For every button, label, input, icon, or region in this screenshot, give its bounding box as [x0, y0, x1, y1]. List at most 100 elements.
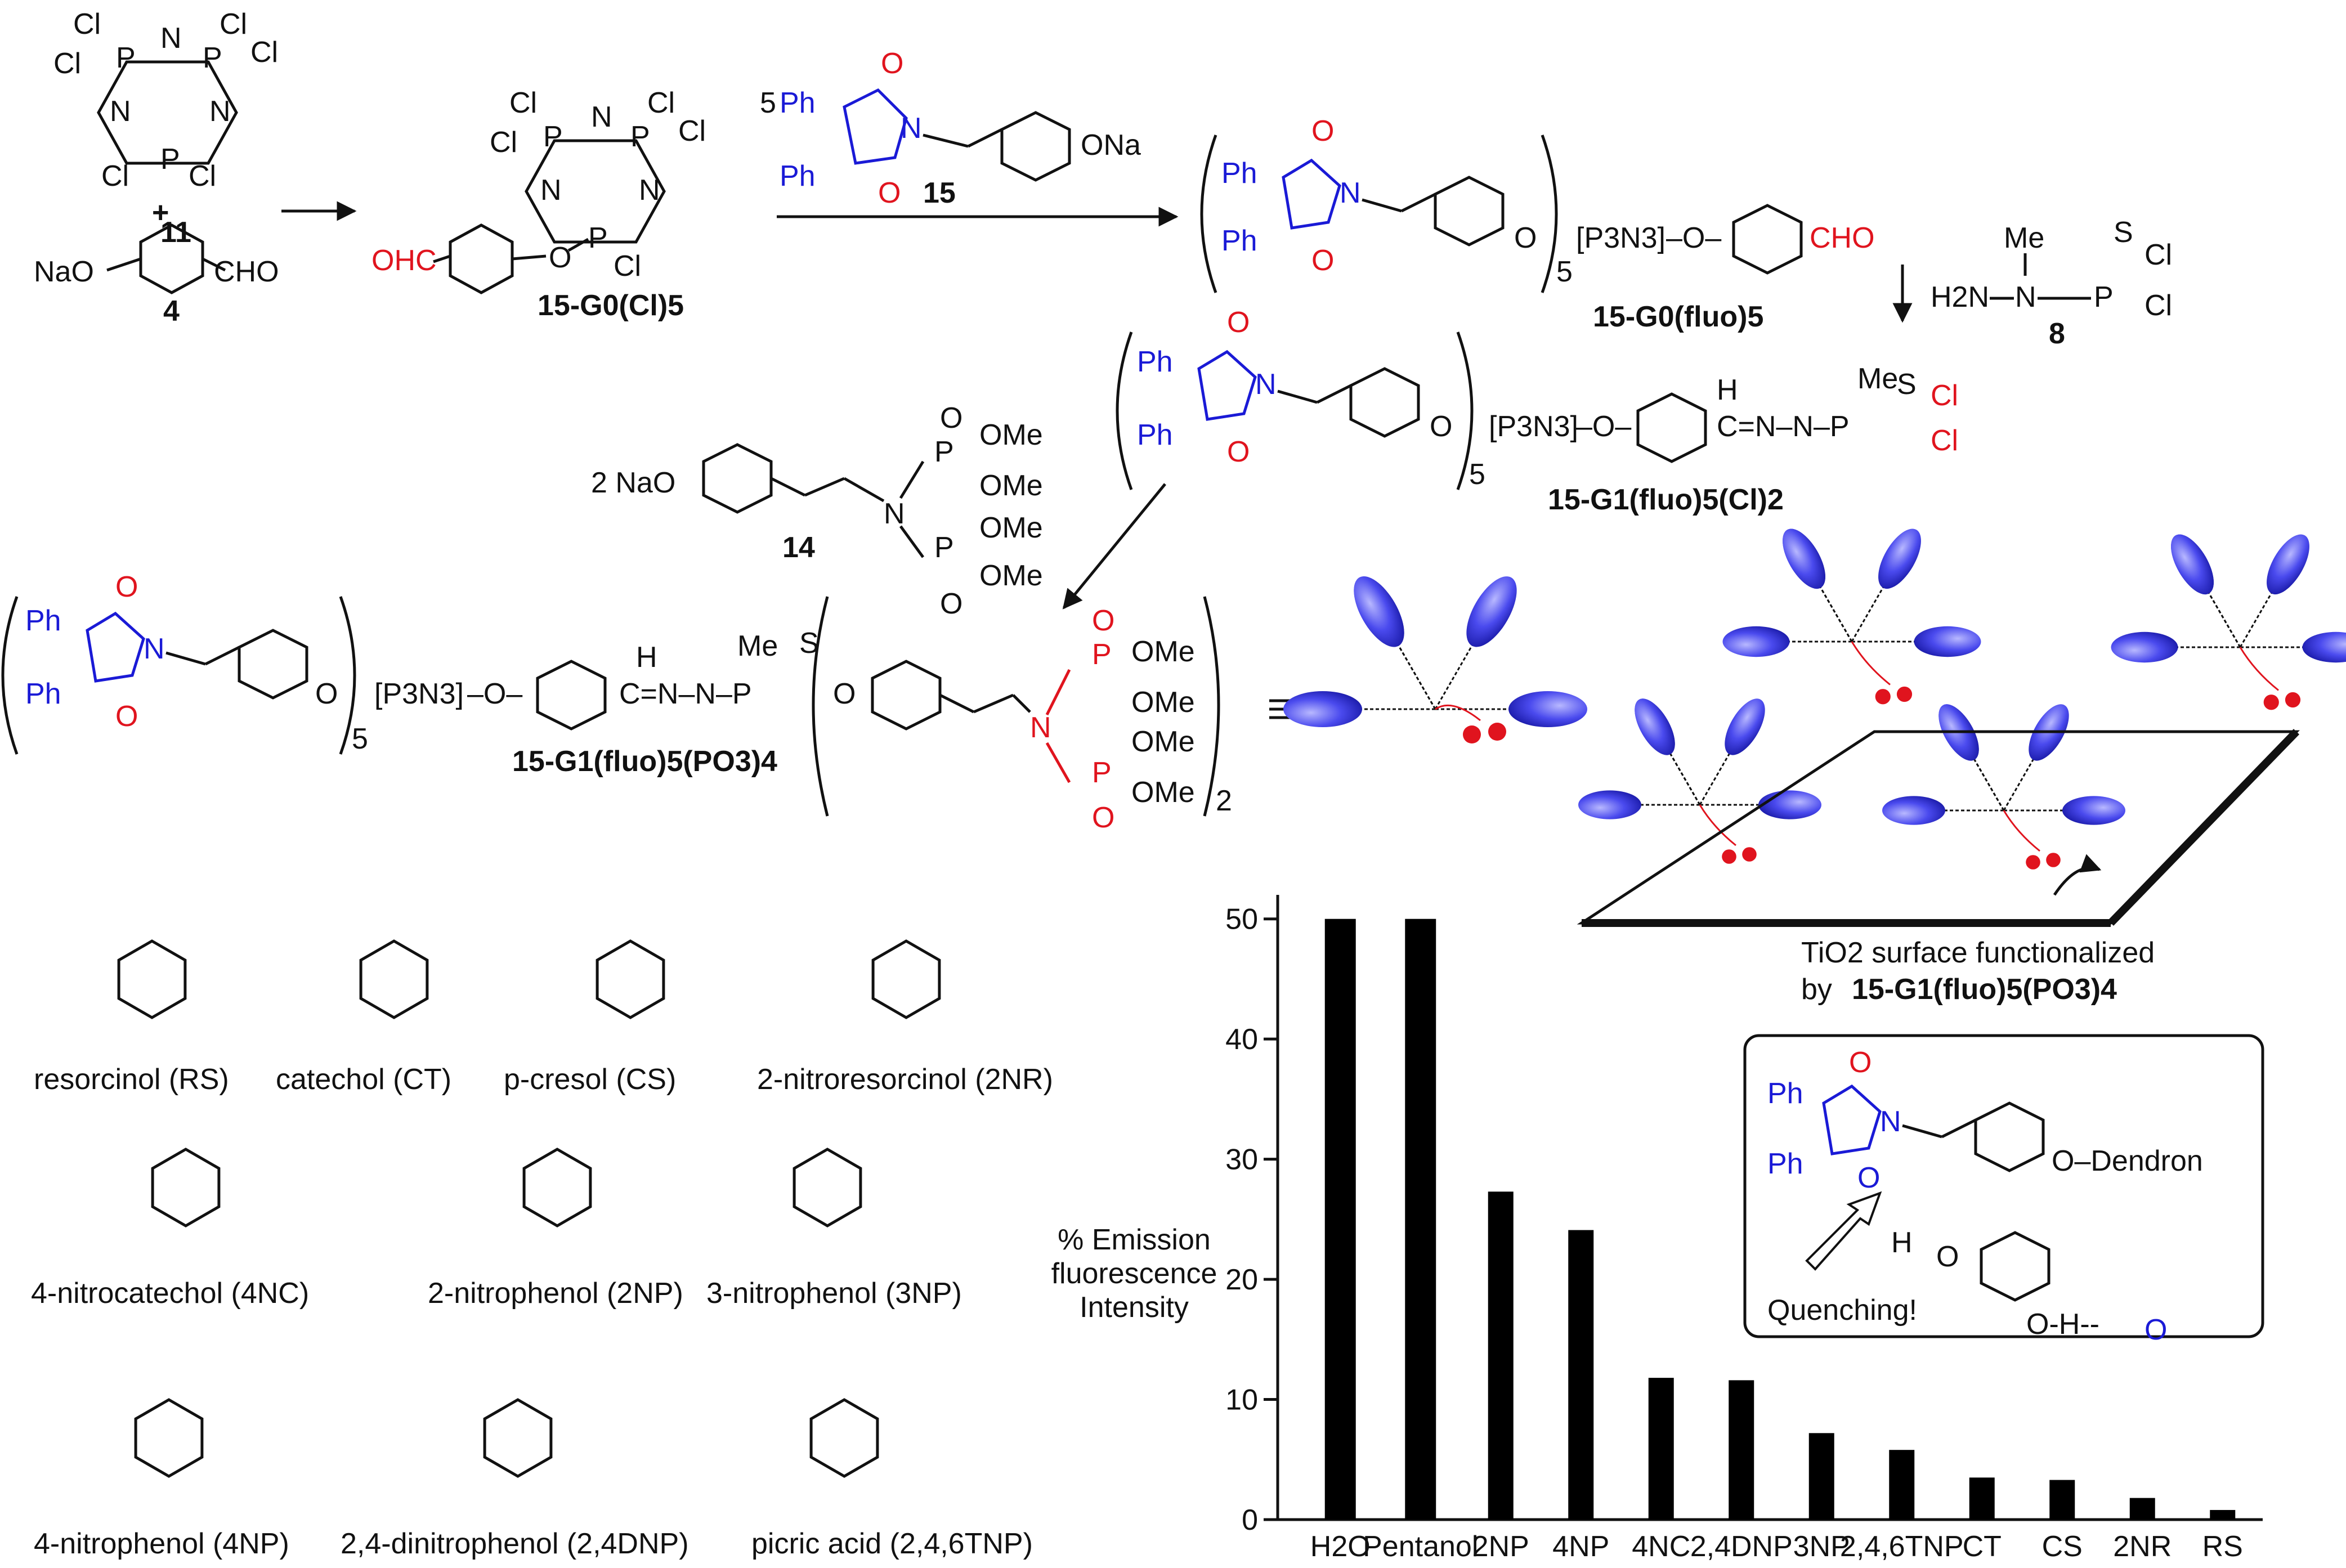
phenol-analyte: picric acid (2,4,6TNP) [751, 1398, 1033, 1560]
bar [2049, 1480, 2075, 1520]
tio2-surface: TiO2 surface functionalized by 15-G1(flu… [1577, 729, 2300, 1006]
svg-text:[P3N3]: [P3N3] [1489, 410, 1578, 443]
svg-text:O: O [1227, 306, 1250, 339]
svg-text:N: N [110, 95, 131, 128]
p-atom: P [116, 42, 136, 74]
inset-hbond: O-H-- [2026, 1308, 2099, 1341]
phenol-name: 2,4-dinitrophenol (2,4DNP) [341, 1527, 689, 1560]
svg-text:N: N [884, 498, 905, 530]
svg-text:P: P [588, 222, 608, 254]
benzene-ring [793, 1148, 862, 1227]
svg-text:Cl: Cl [1931, 424, 1958, 457]
svg-text:O: O [833, 678, 856, 710]
svg-text:2 NaO: 2 NaO [591, 467, 675, 499]
dendron-arm [1851, 583, 1886, 642]
svg-text:Ph: Ph [1221, 157, 1257, 190]
svg-text:ONa: ONa [1081, 129, 1141, 162]
svg-text:O: O [1311, 115, 1334, 147]
svg-text:O: O [115, 700, 138, 733]
fluorophore-ellipse [2171, 534, 2214, 595]
x-tick-label: 4NC [1632, 1530, 1690, 1563]
svg-text:OMe: OMe [1131, 776, 1195, 809]
phenol-analyte: resorcinol (RS) [34, 939, 229, 1096]
svg-text:Ph: Ph [1137, 419, 1173, 451]
svg-text:O: O [1092, 604, 1114, 637]
phenol-analyte: 3-nitrophenol (3NP) [706, 1148, 962, 1310]
bar [1648, 1378, 1674, 1520]
fluorophore-ellipse [1882, 796, 1945, 825]
x-tick-label: 2,4DNP [1690, 1530, 1793, 1563]
svg-text:C=N–N–P: C=N–N–P [1717, 410, 1850, 443]
phosphonate-linker [2003, 810, 2040, 852]
fluorophore-ellipse [1783, 528, 1825, 589]
phenol-analyte: 4-nitrophenol (4NP) [34, 1398, 289, 1560]
x-tick-label: Pentanol [1363, 1530, 1478, 1563]
svg-text:S: S [2114, 216, 2133, 249]
bar [1729, 1380, 1754, 1520]
dendron-cartoon [1722, 528, 1981, 705]
svg-text:OMe: OMe [979, 419, 1043, 451]
svg-text:N: N [1030, 711, 1051, 744]
phosphonate-linker [1851, 641, 1891, 686]
surface-caption-line1: TiO2 surface functionalized [1801, 937, 2155, 969]
svg-text:O: O [1430, 410, 1452, 443]
fluorophore-ellipse [1466, 576, 1517, 647]
y-axis-label: fluorescence [1051, 1257, 1217, 1290]
svg-text:Cl: Cl [220, 8, 247, 41]
svg-text:N: N [639, 174, 660, 207]
x-tick-label: CT [1963, 1530, 2002, 1563]
phosphonate-linker [1699, 804, 1736, 846]
svg-text:N: N [1340, 177, 1361, 209]
fluorophore-ellipse [1354, 576, 1404, 647]
compound-g0-fluo5-structure: Ph Ph O O N O 5 [P3N3] –O– CHO 15-G0(flu… [1200, 115, 1875, 333]
svg-text:Ph: Ph [780, 87, 816, 119]
fluorophore-ellipse [1725, 698, 1765, 755]
bar [1568, 1230, 1594, 1520]
svg-text:O: O [2144, 1314, 2167, 1346]
svg-text:O: O [1227, 436, 1250, 468]
phenol-name: 4-nitrophenol (4NP) [34, 1527, 289, 1560]
benzene-ring [359, 939, 429, 1019]
y-axis-label: Intensity [1080, 1291, 1189, 1324]
svg-text:N: N [2015, 281, 2036, 313]
x-tick-label: H2O [1310, 1530, 1371, 1563]
benzene-ring [871, 939, 941, 1019]
label-compound-15: 15 [923, 177, 956, 209]
fluorophore-ellipse [2111, 631, 2178, 663]
label-g1-fluo5-cl2: 15-G1(fluo)5(Cl)2 [1548, 483, 1784, 516]
svg-text:O: O [881, 47, 903, 80]
svg-text:P: P [203, 42, 222, 74]
svg-text:[P3N3]: [P3N3] [374, 678, 464, 710]
svg-text:C=N–N–P: C=N–N–P [619, 678, 752, 710]
svg-text:H2N: H2N [1931, 281, 1989, 313]
dendron-cartoon [1578, 698, 1821, 864]
phosphonate-anchor [2285, 692, 2301, 708]
dendron-cartoon [2111, 534, 2346, 710]
svg-text:OHC: OHC [371, 244, 437, 277]
phenol-name: 2-nitroresorcinol (2NR) [757, 1063, 1053, 1096]
svg-text:CHO: CHO [214, 256, 279, 288]
bar [1405, 919, 1436, 1520]
arrow-step-4 [1062, 483, 1166, 610]
svg-text:Cl: Cl [509, 87, 537, 119]
svg-text:S: S [1897, 368, 1917, 401]
svg-text:O: O [1849, 1046, 1872, 1079]
svg-text:CHO: CHO [1810, 222, 1875, 254]
phenol-name: 4-nitrocatechol (4NC) [31, 1277, 309, 1310]
fluorophore-ellipse [1914, 626, 1981, 657]
svg-text:NaO: NaO [34, 256, 94, 288]
label-compound-4: 4 [163, 295, 180, 328]
compound-11-structure: P P N N N P Cl Cl Cl Cl Cl Cl 11 + [53, 8, 278, 249]
phosphonate-anchor [1875, 689, 1891, 705]
svg-text:H: H [1717, 374, 1738, 406]
y-axis-label: % Emission [1058, 1224, 1211, 1256]
y-tick-label: 20 [1225, 1264, 1258, 1296]
fluorophore-ellipse [2302, 631, 2346, 663]
surface-caption-compound: 15-G1(fluo)5(PO3)4 [1852, 973, 2117, 1006]
bar [1488, 1191, 1514, 1520]
dendron-cartoon [1283, 576, 1587, 743]
svg-text:Cl: Cl [73, 8, 101, 41]
phenol-analyte: catechol (CT) [276, 939, 451, 1096]
svg-text:–O–: –O– [1576, 410, 1631, 443]
